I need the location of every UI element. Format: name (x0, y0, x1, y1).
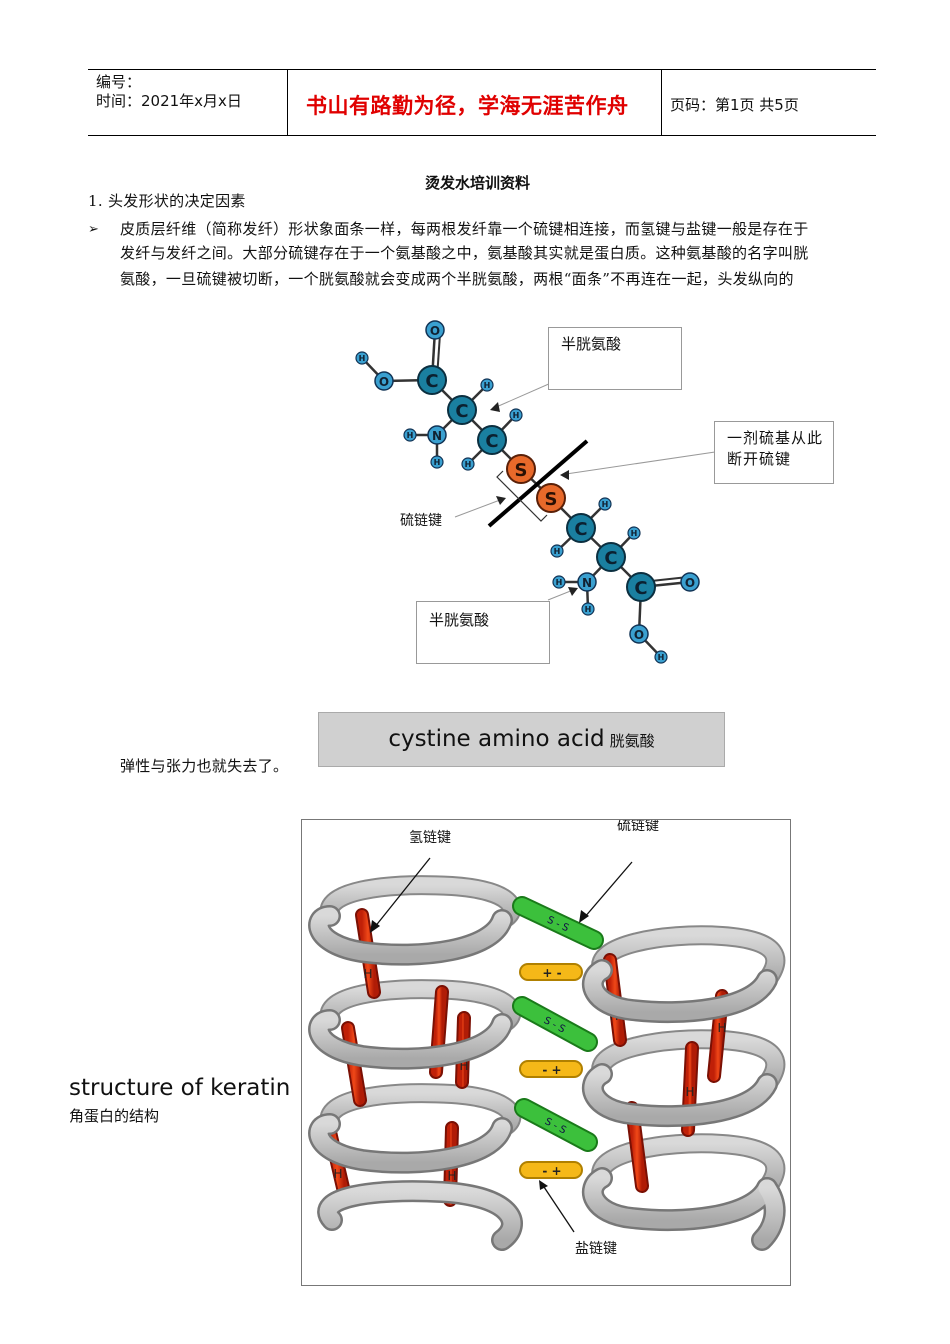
atom-hydrogen (552, 575, 566, 589)
svg-text:H: H (447, 1169, 456, 1183)
atom-carbon (566, 513, 596, 543)
label-reagent: 一剂硫基从此断开硫键 (727, 429, 824, 468)
svg-text:H: H (363, 967, 372, 981)
svg-text:+ -: + - (542, 966, 561, 980)
svg-text:H: H (602, 500, 609, 509)
svg-text:- +: - + (542, 1164, 561, 1178)
atom-hydrogen (480, 378, 494, 392)
header-divider-right (661, 69, 662, 135)
cystine-molecule-diagram: O O O O H H H H H H H H H H H H N N (355, 320, 716, 664)
svg-text:N: N (432, 429, 442, 443)
atom-hydrogen (550, 544, 564, 558)
paragraph-line-2: 发纤与发纤之间。大部分硫键存在于一个氨基酸之中，氨基酸其实就是蛋白质。这种氨基酸… (120, 244, 809, 262)
atom-sulfur (506, 454, 536, 484)
header-motto: 书山有路勤为径，学海无涯苦作舟 (306, 94, 629, 118)
keratin-caption-english: structure of keratin (69, 1075, 291, 1101)
svg-text:H: H (484, 381, 491, 390)
paragraph-line-3: 氨酸，一旦硫键被切断，一个胱氨酸就会变成两个半胱氨酸，两根“面条”不再连在一起，… (120, 270, 794, 288)
header-number: 编号： (96, 73, 142, 91)
svg-text:C: C (425, 371, 438, 392)
label-hydrogen-bond: 氢链键 (409, 830, 451, 846)
doc-title: 烫发水培训资料 (425, 174, 531, 192)
svg-text:O: O (685, 576, 695, 590)
keratin-caption-chinese: 角蛋白的结构 (69, 1107, 160, 1125)
atom-hydrogen (355, 351, 369, 365)
section-heading: 1. 头发形状的决定因素 (88, 192, 246, 210)
keratin-structure-frame: H H H H H H H S - S S - S S - S (301, 818, 791, 1286)
svg-text:H: H (434, 458, 441, 467)
svg-text:H: H (585, 605, 592, 614)
label-salt-bond: 盐链键 (575, 1241, 617, 1257)
svg-text:C: C (455, 401, 468, 422)
header-time: 时间：2021年x月x日 (96, 92, 242, 110)
label-disulfide-bond: 硫链键 (400, 513, 442, 529)
bullet-marker: ➢ (88, 222, 100, 237)
atom-hydrogen (627, 526, 641, 540)
atom-oxygen (425, 320, 445, 340)
header-page: 页码：第1页 共5页 (670, 96, 799, 114)
atom-carbon (477, 425, 507, 455)
atom-oxygen (680, 572, 700, 592)
label-disulfide-bond-keratin: 硫链键 (617, 820, 659, 834)
atom-sulfur (536, 483, 566, 513)
atom-oxygen (374, 371, 394, 391)
atom-hydrogen (403, 428, 417, 442)
svg-text:H: H (513, 411, 520, 420)
atom-carbon (447, 395, 477, 425)
svg-text:H: H (685, 1085, 694, 1099)
svg-text:O: O (430, 324, 440, 338)
header-bottom-rule (88, 135, 876, 136)
svg-text:H: H (631, 529, 638, 538)
header-top-rule (88, 69, 876, 70)
svg-text:S: S (545, 489, 558, 510)
atom-hydrogen (654, 650, 668, 664)
header-divider-left (287, 69, 288, 135)
svg-text:H: H (554, 547, 561, 556)
atom-hydrogen (598, 497, 612, 511)
svg-text:- +: - + (542, 1063, 561, 1077)
atom-carbon (596, 542, 626, 572)
label-box-reagent: 一剂硫基从此断开硫键 (714, 421, 834, 484)
svg-text:H: H (658, 653, 665, 662)
svg-text:C: C (485, 431, 498, 452)
cystine-banner: cystine amino acid 胱氨酸 (318, 712, 725, 767)
svg-text:H: H (407, 431, 414, 440)
label-cysteine-bottom: 半胱氨酸 (429, 611, 490, 629)
svg-text:O: O (634, 628, 644, 642)
atom-oxygen (629, 624, 649, 644)
atom-hydrogen (509, 408, 523, 422)
svg-text:H: H (459, 1059, 468, 1073)
svg-text:C: C (604, 548, 617, 569)
svg-text:S: S (515, 460, 528, 481)
svg-text:C: C (634, 578, 647, 599)
svg-text:H: H (333, 1167, 342, 1181)
atom-carbon (417, 365, 447, 395)
atom-hydrogen (581, 602, 595, 616)
svg-text:C: C (574, 519, 587, 540)
label-box-cysteine-bottom: 半胱氨酸 (416, 601, 550, 664)
svg-text:H: H (717, 1021, 726, 1035)
atom-hydrogen (430, 455, 444, 469)
atom-carbon (626, 572, 656, 602)
svg-text:H: H (359, 354, 366, 363)
atom-hydrogen (461, 457, 475, 471)
atom-nitrogen (427, 425, 447, 445)
cut-line (487, 439, 589, 528)
atom-nitrogen (577, 572, 597, 592)
keratin-structure-diagram: H H H H H H H S - S S - S S - S (308, 818, 786, 1257)
svg-text:H: H (556, 578, 563, 587)
paragraph-line-4: 弹性与张力也就失去了。 (120, 757, 289, 775)
label-cysteine-top: 半胱氨酸 (561, 335, 622, 353)
paragraph-line-1: 皮质层纤维（简称发纤）形状象面条一样，每两根发纤靠一个硫键相连接，而氢键与盐键一… (120, 220, 809, 238)
disulfide-bracket (496, 470, 548, 522)
banner-chinese: 胱氨酸 (609, 732, 655, 750)
svg-text:O: O (379, 375, 389, 389)
banner-english: cystine amino acid (388, 726, 605, 752)
label-box-cysteine-top: 半胱氨酸 (548, 327, 682, 390)
svg-text:H: H (465, 460, 472, 469)
svg-text:N: N (582, 576, 592, 590)
